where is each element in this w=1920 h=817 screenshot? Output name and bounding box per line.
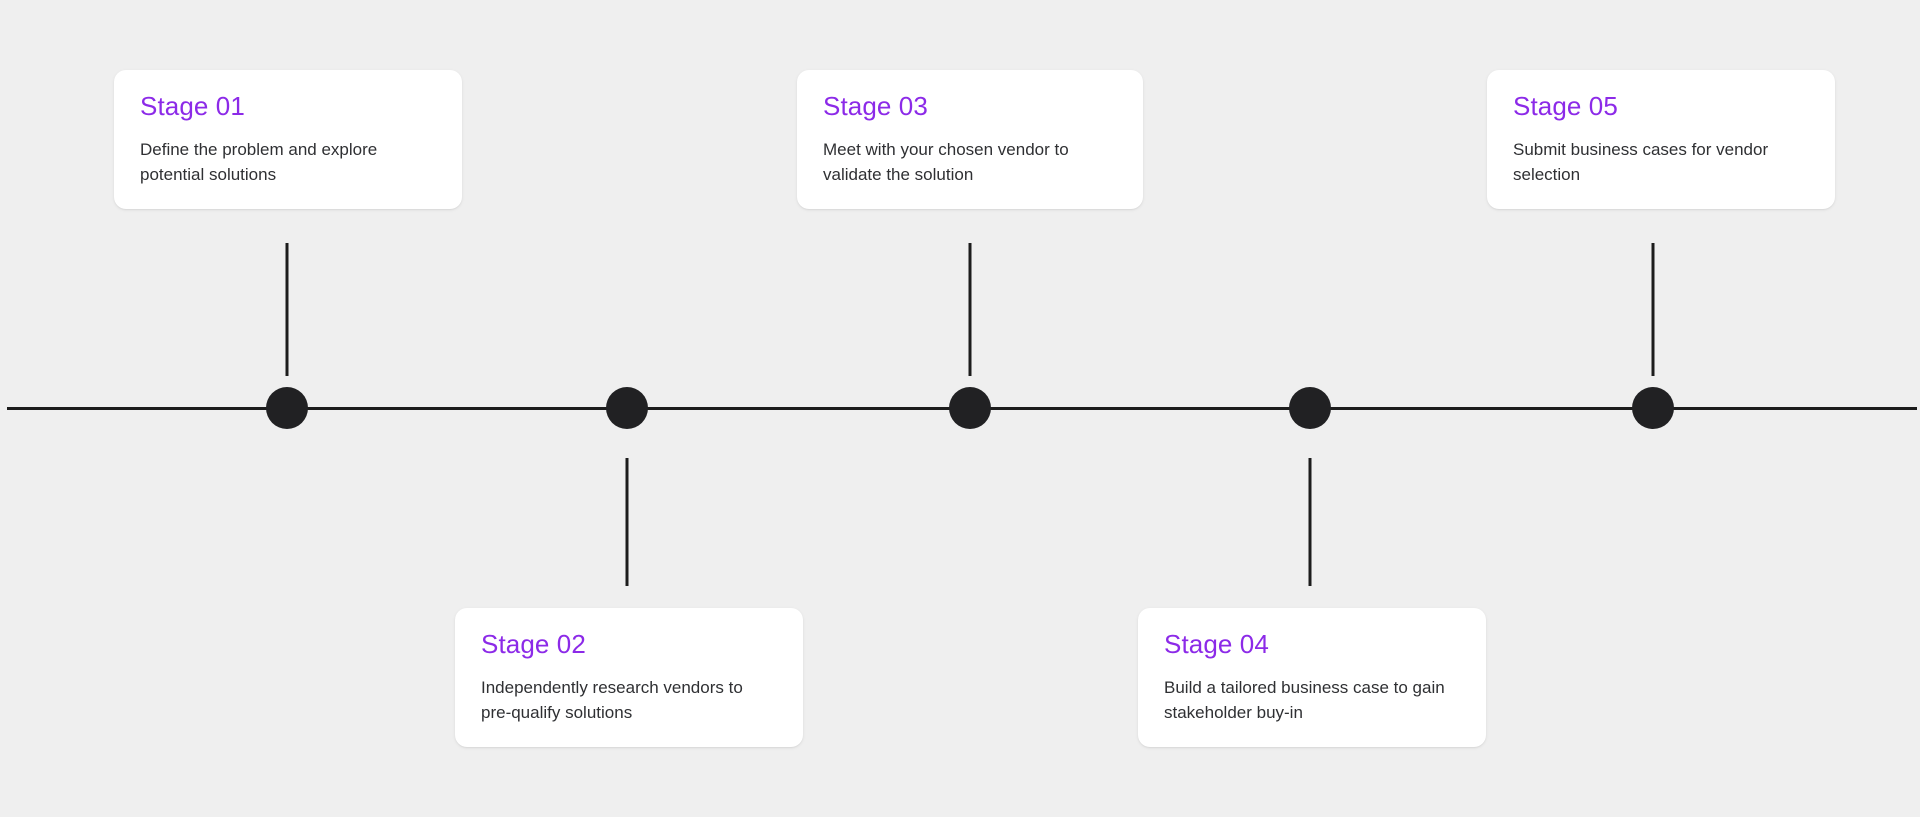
timeline-node-stage-01[interactable]: [266, 387, 308, 429]
timeline-node-stage-05[interactable]: [1632, 387, 1674, 429]
stage-card-01-description: Define the problem and explore potential…: [140, 139, 378, 184]
stage-card-02-description: Independently research vendors to pre-qu…: [481, 677, 743, 722]
stage-card-04-title: Stage 04: [1164, 629, 1269, 659]
connector-stem-stage-05: [1651, 243, 1655, 376]
timeline-node-stage-04[interactable]: [1289, 387, 1331, 429]
stage-card-04[interactable]: Stage 04 Build a tailored business case …: [1138, 608, 1486, 747]
connector-stem-stage-03: [968, 243, 972, 376]
stage-card-05[interactable]: Stage 05 Submit business cases for vendo…: [1487, 70, 1835, 209]
stage-card-01[interactable]: Stage 01 Define the problem and explore …: [114, 70, 462, 209]
stage-card-03-title: Stage 03: [823, 91, 928, 121]
connector-stem-stage-01: [285, 243, 289, 376]
stage-card-03-description: Meet with your chosen vendor to validate…: [823, 139, 1069, 184]
stage-card-05-title: Stage 05: [1513, 91, 1618, 121]
stage-card-01-title: Stage 01: [140, 91, 245, 121]
timeline-node-stage-02[interactable]: [606, 387, 648, 429]
stage-card-03[interactable]: Stage 03 Meet with your chosen vendor to…: [797, 70, 1143, 209]
stage-card-04-description: Build a tailored business case to gain s…: [1164, 677, 1445, 722]
connector-stem-stage-02: [625, 458, 629, 586]
connector-stem-stage-04: [1308, 458, 1312, 586]
stage-card-05-description: Submit business cases for vendor selecti…: [1513, 139, 1769, 184]
stage-card-02[interactable]: Stage 02 Independently research vendors …: [455, 608, 803, 747]
timeline-node-stage-03[interactable]: [949, 387, 991, 429]
stage-card-02-title: Stage 02: [481, 629, 586, 659]
